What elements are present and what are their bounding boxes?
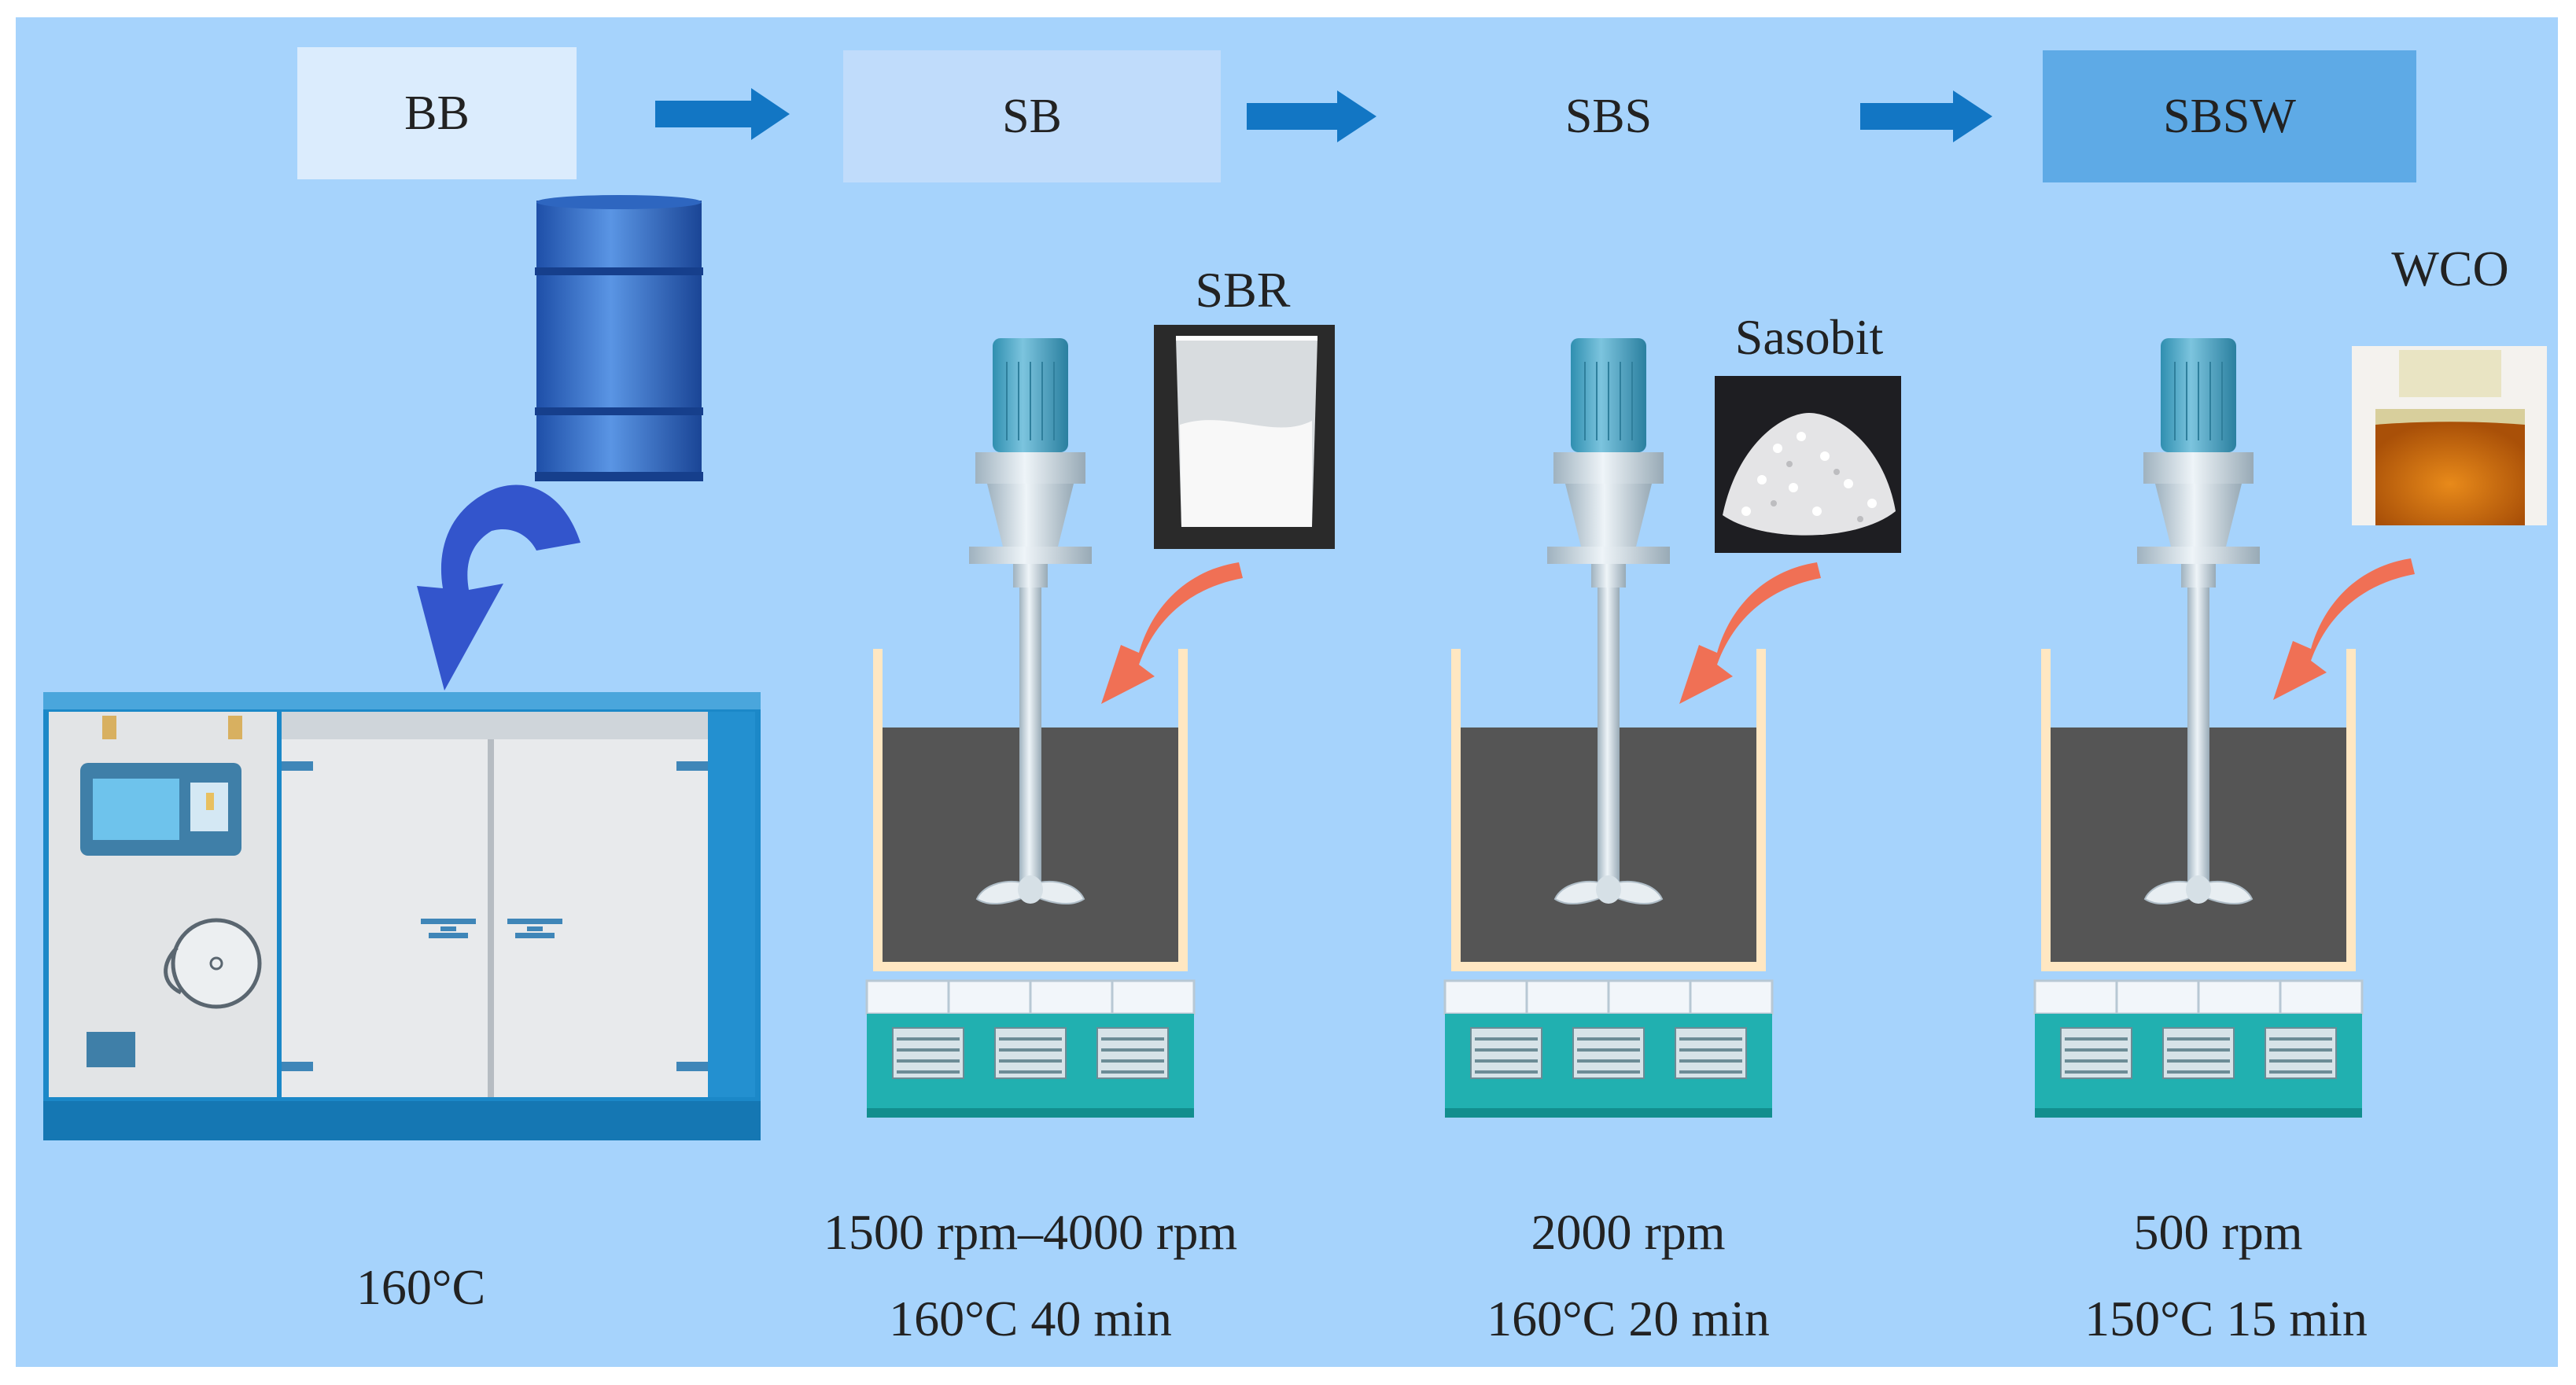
stage-sbsw-box: SBSW — [2043, 50, 2416, 182]
sasobit-label: Sasobit — [1734, 309, 1884, 365]
step3-speed-label: 500 rpm — [2133, 1204, 2303, 1260]
stage-bb-label: BB — [404, 86, 470, 140]
sbr-label: SBR — [1195, 262, 1291, 318]
oven-icon — [43, 692, 761, 1140]
step1-speed-label: 1500 rpm–4000 rpm — [823, 1204, 1238, 1260]
oven-temp-label: 160°C — [356, 1259, 486, 1315]
stage-sb-box: SB — [843, 50, 1221, 182]
wco-label: WCO — [2391, 241, 2509, 297]
stage-sbsw-label: SBSW — [2163, 89, 2296, 143]
drop-arrow — [417, 484, 580, 691]
stage-bb-box: BB — [297, 47, 577, 179]
step2-speed-label: 2000 rpm — [1531, 1204, 1726, 1260]
step3-temp-time-label: 150°C 15 min — [2084, 1291, 2368, 1346]
stage-sbs-label: SBS — [1564, 89, 1653, 143]
stage-sbs-box: SBS — [1479, 50, 1738, 182]
granules-icon — [1715, 376, 1901, 553]
oil-bottle-icon — [2352, 346, 2547, 525]
step1-temp-time-label: 160°C 40 min — [889, 1291, 1172, 1346]
mixer-icon — [2033, 337, 2364, 1119]
barrel-icon — [535, 195, 703, 481]
beaker-icon — [1154, 325, 1335, 549]
stage-sb-label: SB — [1002, 89, 1062, 143]
step2-temp-time-label: 160°C 20 min — [1487, 1291, 1770, 1346]
flow-arrows — [655, 88, 1992, 142]
add-arrows — [1101, 558, 2415, 704]
mixer-icon — [865, 337, 1196, 1119]
